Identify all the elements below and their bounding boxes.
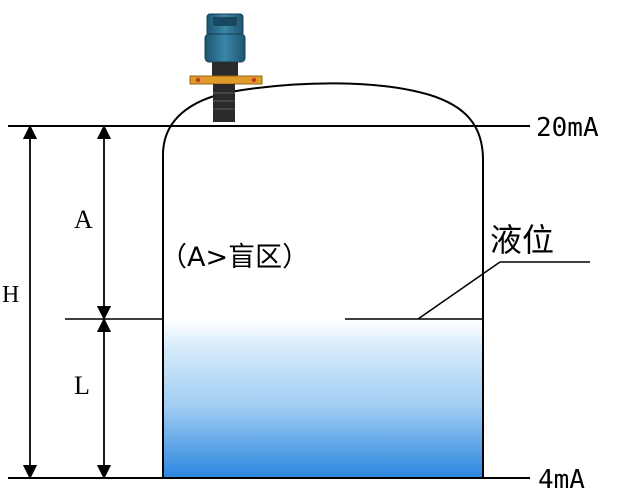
blind-zone-note: （A>盲区） <box>160 242 309 273</box>
tank-outline <box>162 82 484 478</box>
liquid-level-label: 液位 <box>490 221 554 259</box>
ultrasonic-sensor-icon <box>189 13 263 122</box>
blind-zone-distance-label: A <box>74 205 93 234</box>
height-label: H <box>2 282 19 308</box>
bottom-current-label: 4mA <box>538 465 585 495</box>
top-current-label: 20mA <box>536 113 599 143</box>
liquid-level-leader <box>417 261 501 320</box>
liquid-fill <box>163 320 483 478</box>
liquid-level-distance-label: L <box>74 371 90 400</box>
